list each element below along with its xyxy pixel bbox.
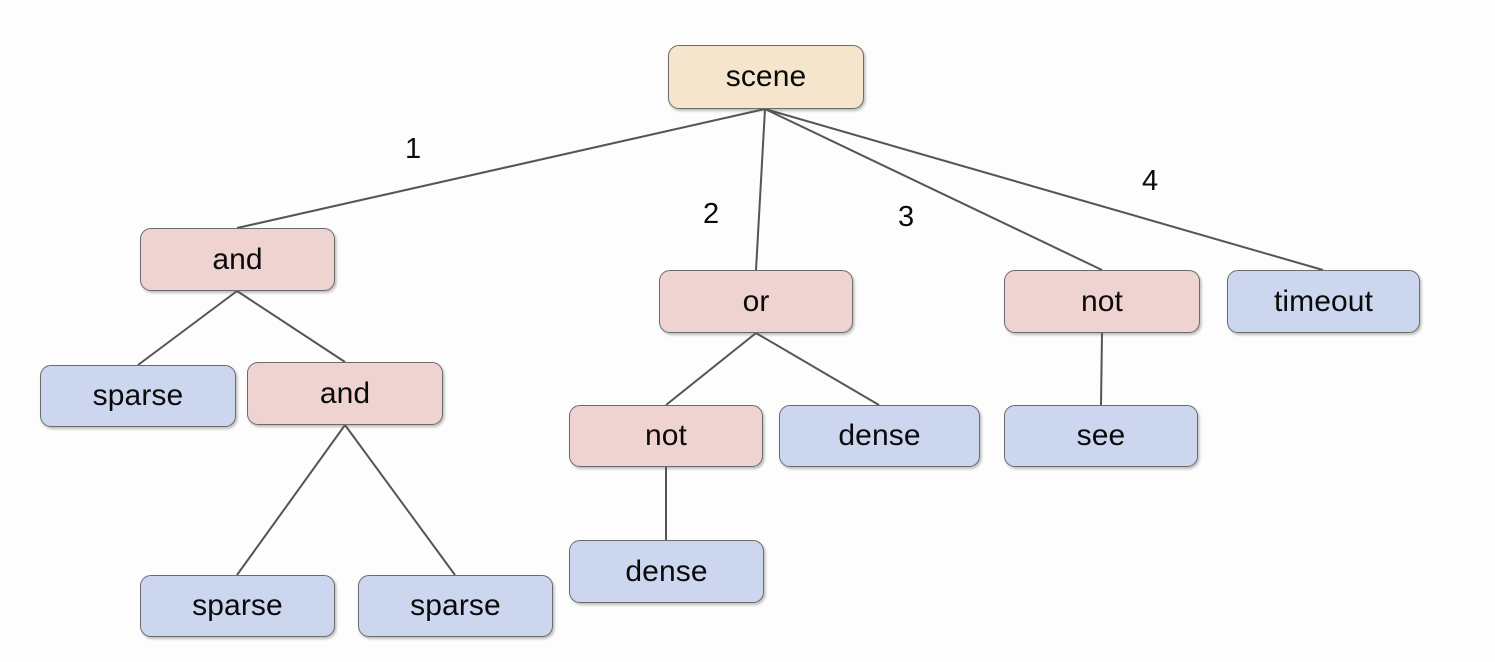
tree-edge-scene-to-not2 — [764, 108, 1103, 271]
tree-node-not2[interactable]: not — [1004, 270, 1200, 333]
edge-label-3: 3 — [898, 201, 915, 233]
tree-node-dense2[interactable]: dense — [569, 540, 764, 603]
tree-node-and1[interactable]: and — [140, 228, 335, 291]
tree-edge-scene-to-timeout1 — [764, 108, 1324, 271]
tree-node-and2[interactable]: and — [247, 362, 443, 425]
tree-node-sparse1[interactable]: sparse — [40, 365, 236, 427]
tree-edge-and1-to-sparse1 — [137, 290, 238, 366]
tree-node-timeout1[interactable]: timeout — [1227, 270, 1420, 333]
edge-label-1: 1 — [405, 133, 422, 165]
tree-node-sparse3[interactable]: sparse — [358, 575, 553, 637]
tree-node-not1[interactable]: not — [569, 405, 763, 467]
tree-node-sparse2[interactable]: sparse — [140, 575, 335, 637]
tree-edge-and1-to-and2 — [236, 290, 346, 363]
tree-edge-and2-to-sparse3 — [344, 424, 456, 576]
tree-node-see1[interactable]: see — [1004, 405, 1198, 467]
tree-edge-not2-to-see1 — [1100, 332, 1103, 406]
tree-edge-and2-to-sparse2 — [236, 424, 346, 576]
tree-edge-or1-to-not1 — [665, 332, 757, 406]
tree-node-dense1[interactable]: dense — [779, 405, 980, 467]
tree-node-or1[interactable]: or — [659, 270, 853, 333]
edge-label-2: 2 — [703, 198, 720, 230]
tree-edge-scene-to-or1 — [755, 108, 766, 271]
tree-edge-scene-to-and1 — [236, 108, 766, 229]
tree-node-scene[interactable]: scene — [668, 45, 864, 109]
edge-label-4: 4 — [1142, 165, 1159, 197]
tree-edge-or1-to-dense1 — [755, 332, 880, 406]
